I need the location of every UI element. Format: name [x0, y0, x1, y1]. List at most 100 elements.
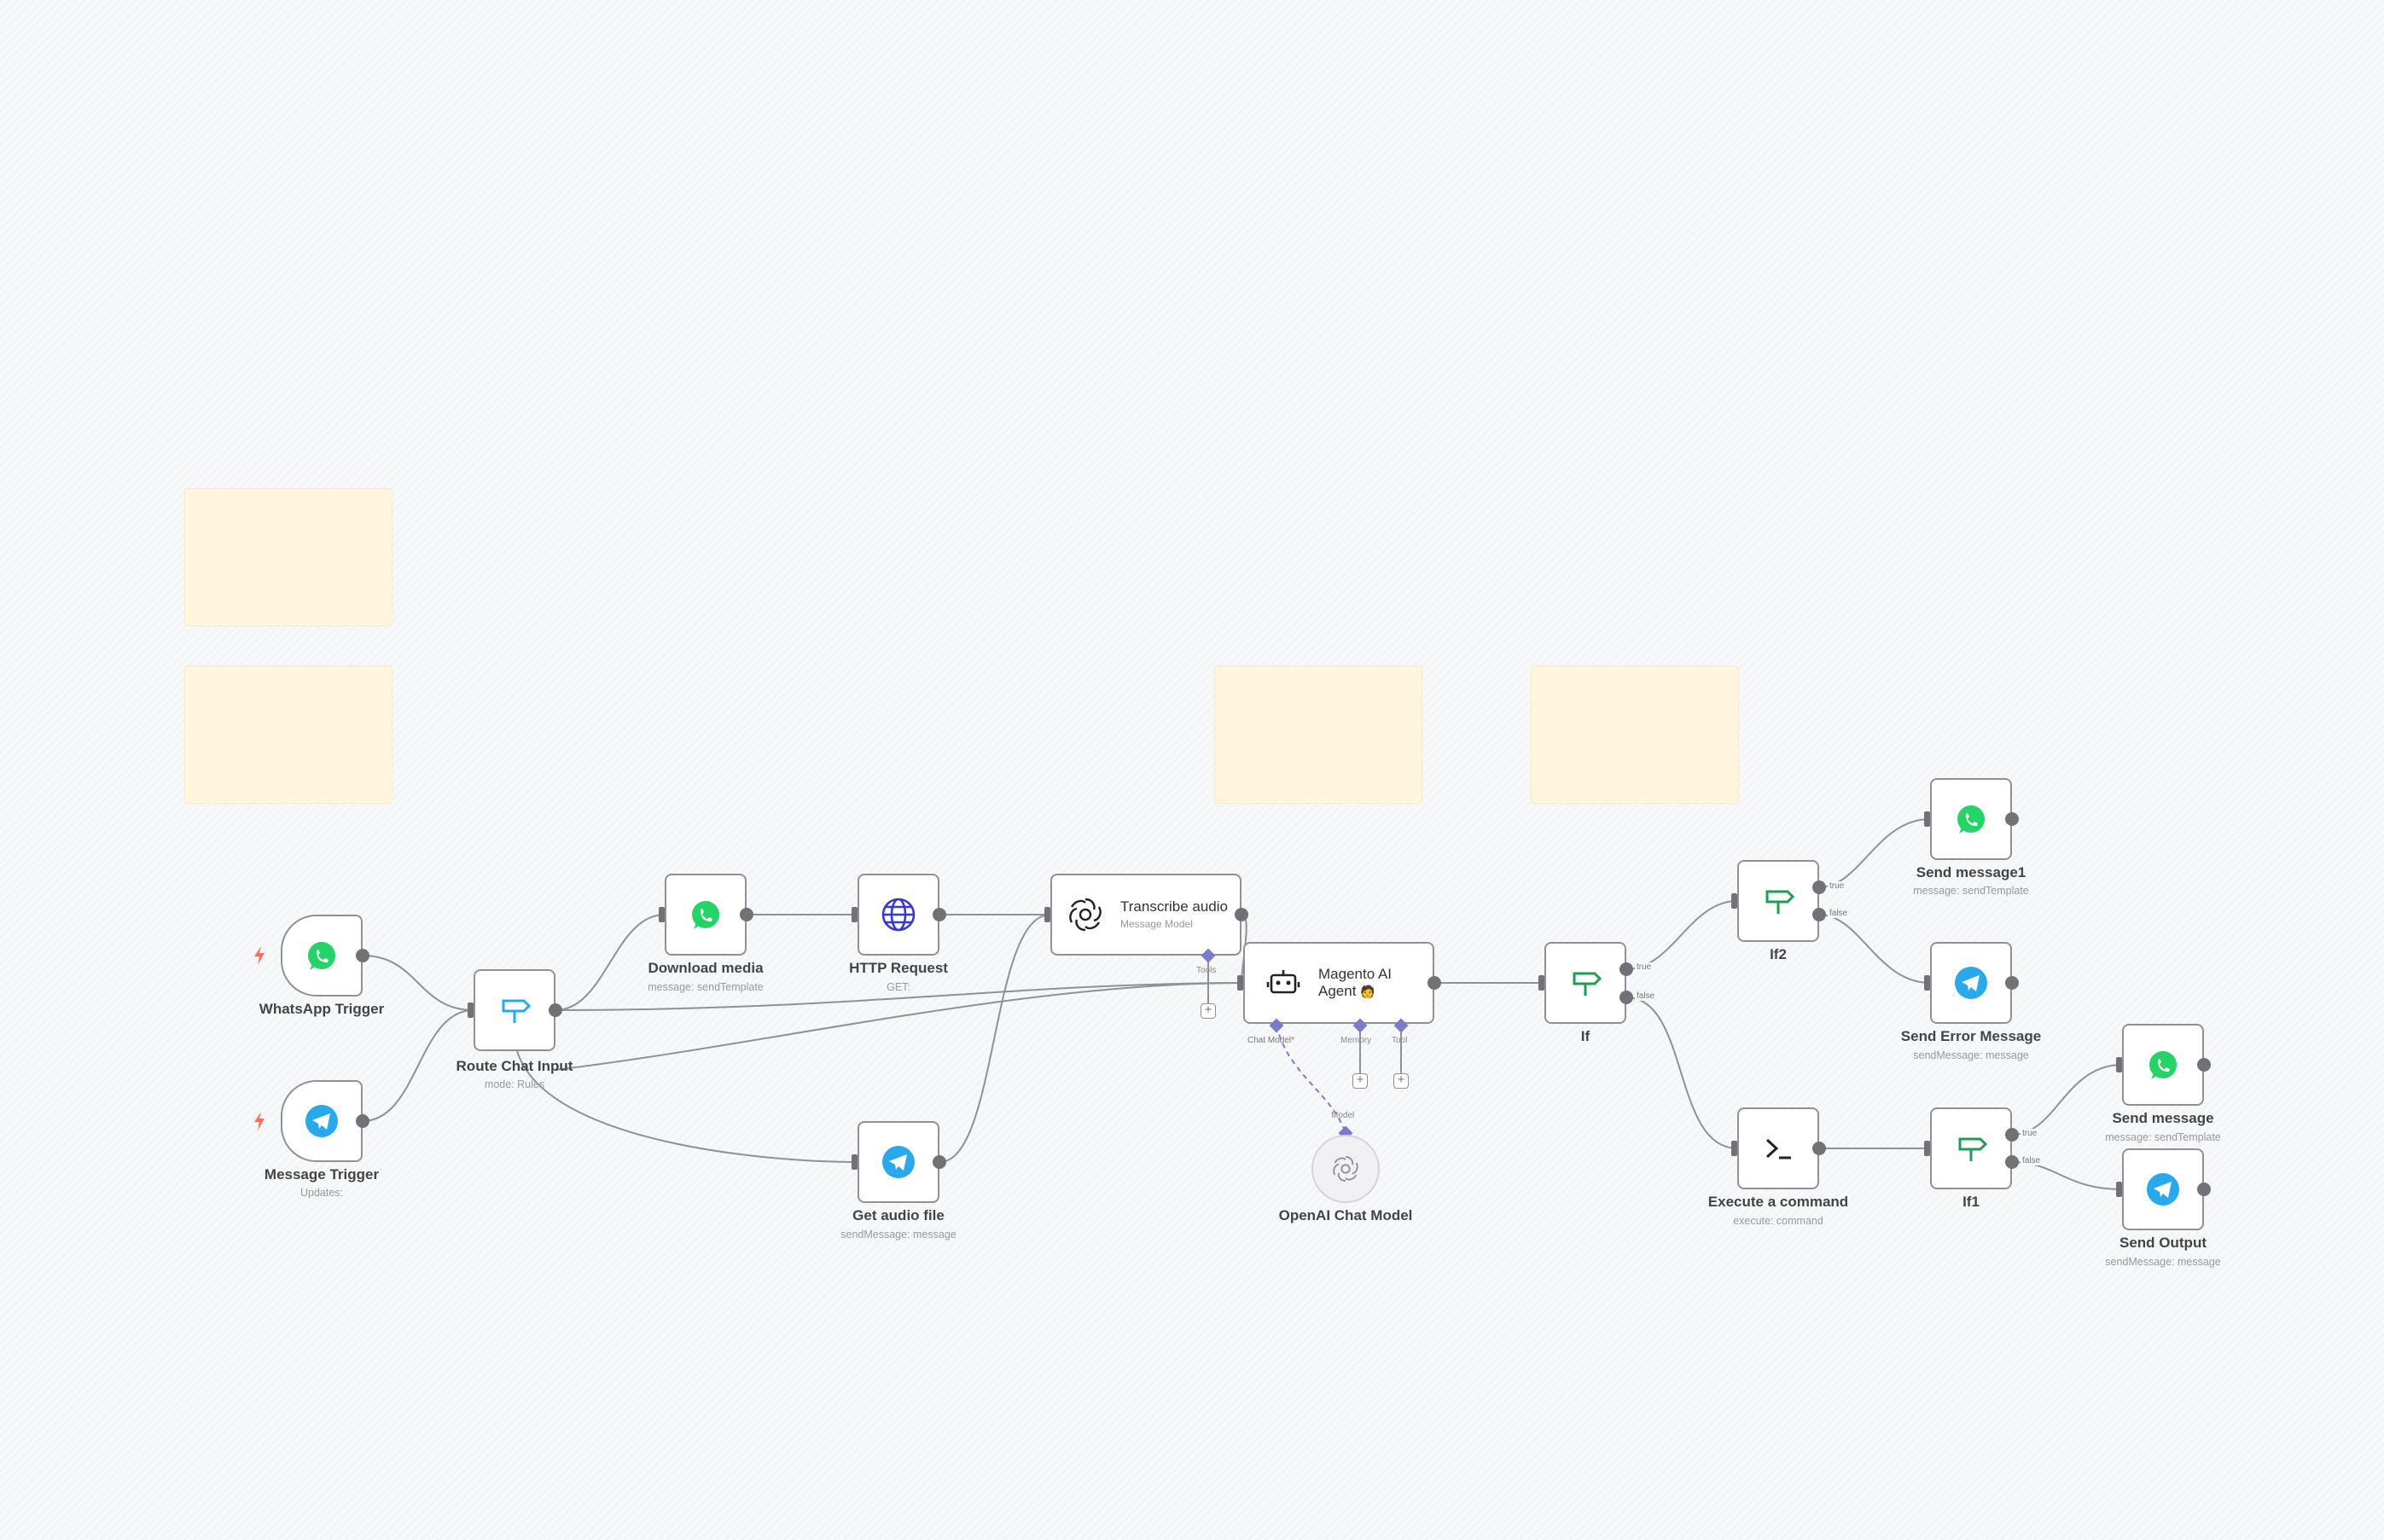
node-execute-command[interactable]	[1737, 1107, 1819, 1189]
node-send-output[interactable]	[2122, 1148, 2204, 1230]
branch-label-true: true	[1828, 881, 1846, 891]
signpost-icon	[495, 991, 534, 1030]
node-subtitle: GET:	[887, 981, 910, 993]
output-handle[interactable]	[2005, 976, 2019, 990]
required-marker: *	[1291, 1036, 1295, 1045]
memory-port-label: Memory	[1340, 1036, 1372, 1045]
chat-model-port-label: Chat Model*	[1247, 1036, 1294, 1045]
globe-icon	[879, 895, 918, 934]
node-openai-chat-model[interactable]	[1311, 1135, 1380, 1203]
output-handle[interactable]	[1235, 908, 1248, 921]
node-transcribe-audio[interactable]: Transcribe audio Message Model	[1050, 874, 1241, 956]
input-handle[interactable]	[659, 907, 665, 922]
input-handle[interactable]	[1924, 975, 1930, 991]
node-magento-ai-agent[interactable]: Magento AI Agent 🧑	[1243, 942, 1434, 1024]
telegram-icon	[1951, 963, 1991, 1002]
whatsapp-icon	[686, 895, 725, 934]
node-if[interactable]	[1544, 942, 1626, 1024]
whatsapp-icon	[302, 936, 341, 975]
output-handle-false[interactable]	[1619, 991, 1633, 1004]
branch-label-false: false	[2021, 1156, 2043, 1165]
trigger-bolt-icon	[254, 1112, 265, 1130]
sticky-note[interactable]	[1531, 665, 1739, 804]
input-handle[interactable]	[2116, 1057, 2122, 1072]
add-tool-button[interactable]: +	[1393, 1073, 1409, 1089]
output-handle[interactable]	[2005, 812, 2019, 826]
output-handle[interactable]	[2197, 1058, 2211, 1072]
node-whatsapp-trigger[interactable]	[281, 915, 363, 997]
terminal-icon	[1759, 1129, 1798, 1168]
node-label: Download media	[648, 960, 764, 976]
input-handle[interactable]	[1538, 975, 1544, 991]
output-handle-true[interactable]	[2005, 1128, 2019, 1142]
output-handle[interactable]	[2197, 1183, 2211, 1196]
node-label: If1	[1962, 1194, 1980, 1210]
node-label: Send message1	[1916, 864, 2026, 880]
output-handle[interactable]	[549, 1003, 562, 1017]
output-handle[interactable]	[1427, 976, 1441, 990]
node-http-request[interactable]	[858, 874, 939, 956]
output-handle[interactable]	[356, 1114, 369, 1128]
input-handle[interactable]	[1924, 811, 1930, 827]
connection-router-to-agent-b	[555, 982, 1244, 1071]
node-send-message[interactable]	[2122, 1024, 2204, 1106]
node-title: Transcribe audio	[1120, 898, 1228, 915]
output-handle-true[interactable]	[1619, 962, 1633, 976]
branch-label-true: true	[2021, 1129, 2039, 1138]
input-handle[interactable]	[1731, 1141, 1737, 1156]
node-if1[interactable]	[1930, 1107, 2012, 1189]
output-handle-true[interactable]	[1812, 880, 1826, 894]
whatsapp-icon	[2143, 1045, 2183, 1084]
output-handle-false[interactable]	[2005, 1155, 2019, 1169]
node-title: Magento AI	[1318, 966, 1393, 982]
node-label: Send Error Message	[1900, 1028, 2042, 1044]
sticky-note[interactable]	[184, 488, 392, 626]
node-subtitle: message: sendTemplate	[1913, 885, 2029, 897]
trigger-bolt-icon	[254, 946, 265, 965]
sticky-note[interactable]	[184, 665, 392, 804]
robot-icon	[1264, 963, 1303, 1002]
output-handle[interactable]	[356, 949, 369, 962]
node-download-media[interactable]	[665, 874, 747, 956]
node-message-trigger[interactable]	[281, 1080, 363, 1162]
input-handle[interactable]	[1924, 1141, 1930, 1156]
input-handle[interactable]	[852, 907, 858, 922]
node-subtitle: message: sendTemplate	[2105, 1131, 2221, 1143]
input-handle[interactable]	[1237, 975, 1243, 991]
node-subtitle: execute: command	[1733, 1215, 1823, 1227]
node-send-message1[interactable]	[1930, 778, 2012, 860]
node-get-audio-file[interactable]	[858, 1121, 939, 1203]
input-handle[interactable]	[2116, 1182, 2122, 1197]
branch-label-false: false	[1635, 991, 1657, 1001]
node-route-chat-input[interactable]	[474, 969, 555, 1051]
node-if2[interactable]	[1737, 860, 1819, 942]
node-label: Execute a command	[1707, 1194, 1849, 1210]
signpost-icon	[1566, 963, 1605, 1002]
node-label: Send message	[2112, 1110, 2214, 1126]
output-handle[interactable]	[1812, 1142, 1826, 1155]
input-handle[interactable]	[1044, 907, 1050, 922]
output-handle[interactable]	[933, 1155, 946, 1169]
branch-label-false: false	[1828, 909, 1850, 918]
node-subtitle: sendMessage: message	[840, 1229, 957, 1241]
add-tool-button[interactable]: +	[1201, 1003, 1216, 1019]
node-title-line2: Agent 🧑	[1318, 983, 1392, 1000]
add-memory-button[interactable]: +	[1352, 1073, 1368, 1089]
sticky-note[interactable]	[1214, 665, 1422, 804]
connection-if-to-execute	[1625, 997, 1738, 1149]
output-handle[interactable]	[740, 908, 753, 921]
model-port-label: Model	[1331, 1111, 1355, 1120]
input-handle[interactable]	[852, 1154, 858, 1170]
node-label: WhatsApp Trigger	[259, 1001, 385, 1017]
node-label: Route Chat Input	[456, 1058, 573, 1074]
input-handle[interactable]	[468, 1002, 474, 1018]
input-handle[interactable]	[1731, 893, 1737, 909]
node-subtitle: mode: Rules	[484, 1078, 545, 1090]
output-handle-false[interactable]	[1812, 908, 1826, 921]
output-handle[interactable]	[933, 908, 946, 921]
port-text: Chat Model	[1247, 1036, 1292, 1045]
connection-if1-to-sendoutput	[2011, 1161, 2123, 1190]
node-send-error-message[interactable]	[1930, 942, 2012, 1024]
node-subtitle: sendMessage: message	[2105, 1256, 2221, 1268]
